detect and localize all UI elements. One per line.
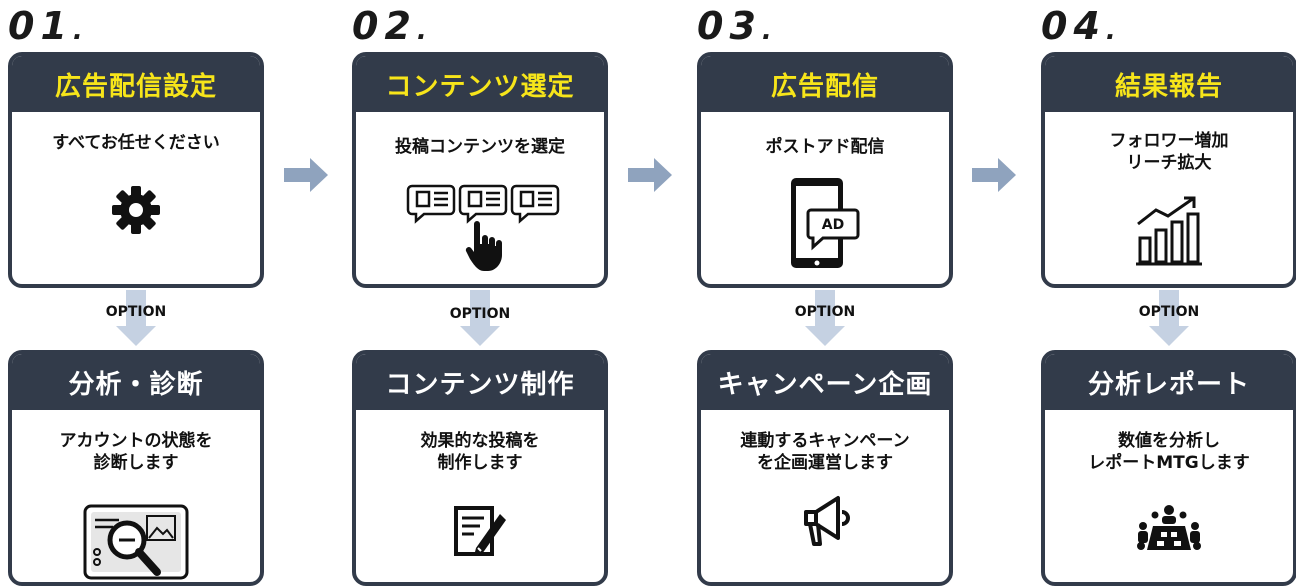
step-number-04: 04.	[1041, 4, 1116, 48]
arrow-right-2	[628, 158, 672, 192]
meeting-icon	[1045, 504, 1293, 554]
step-number-01: 01.	[8, 4, 83, 48]
option-label-1: OPTION	[105, 304, 167, 320]
option-card-1: 分析・診断 アカウントの状態を 診断します	[8, 350, 264, 586]
option-title: キャンペーン企画	[701, 354, 949, 410]
option-card-4: 分析レポート 数値を分析し レポートMTGします	[1041, 350, 1296, 586]
arrow-down-1	[116, 290, 156, 346]
step-card-3: 広告配信 ポストアド配信 AD	[697, 52, 953, 288]
step-title: 広告配信	[701, 56, 949, 112]
option-description: 効果的な投稿を 制作します	[420, 431, 540, 473]
gear-icon	[12, 184, 260, 236]
step-card-4: 結果報告 フォロワー増加 リーチ拡大	[1041, 52, 1296, 288]
analysis-magnifier-icon	[12, 500, 260, 580]
step-number-03: 03.	[697, 4, 772, 48]
phone-ad-icon: AD	[701, 176, 949, 272]
option-label-4: OPTION	[1138, 304, 1200, 320]
option-title: 分析・診断	[12, 354, 260, 410]
arrow-right-1	[284, 158, 328, 192]
step-description: ポストアド配信	[765, 137, 885, 157]
arrow-down-2	[460, 290, 500, 346]
step-title: コンテンツ選定	[356, 56, 604, 112]
growth-chart-icon	[1045, 194, 1293, 268]
option-label-3: OPTION	[794, 304, 856, 320]
step-card-2: コンテンツ選定 投稿コンテンツを選定	[352, 52, 608, 288]
svg-text:AD: AD	[822, 217, 844, 233]
arrow-right-3	[972, 158, 1016, 192]
step-description: 投稿コンテンツを選定	[395, 137, 565, 157]
step-card-1: 広告配信設定 すべてお任せください	[8, 52, 264, 288]
megaphone-icon	[701, 494, 949, 550]
content-select-icon	[356, 180, 604, 280]
step-title: 結果報告	[1045, 56, 1293, 112]
option-description: 連動するキャンペーン を企画運営します	[740, 431, 910, 473]
step-number-02: 02.	[352, 4, 427, 48]
step-title: 広告配信設定	[12, 56, 260, 112]
option-title: コンテンツ制作	[356, 354, 604, 410]
option-label-2: OPTION	[449, 306, 511, 322]
step-description: すべてお任せください	[52, 133, 220, 153]
arrow-down-3	[805, 290, 845, 346]
option-description: 数値を分析し レポートMTGします	[1088, 431, 1250, 473]
step-description: フォロワー増加 リーチ拡大	[1109, 131, 1229, 173]
option-card-2: コンテンツ制作 効果的な投稿を 制作します	[352, 350, 608, 586]
option-card-3: キャンペーン企画 連動するキャンペーン を企画運営します	[697, 350, 953, 586]
option-title: 分析レポート	[1045, 354, 1293, 410]
option-description: アカウントの状態を 診断します	[59, 431, 213, 473]
arrow-down-4	[1149, 290, 1189, 346]
edit-document-icon	[356, 504, 604, 560]
